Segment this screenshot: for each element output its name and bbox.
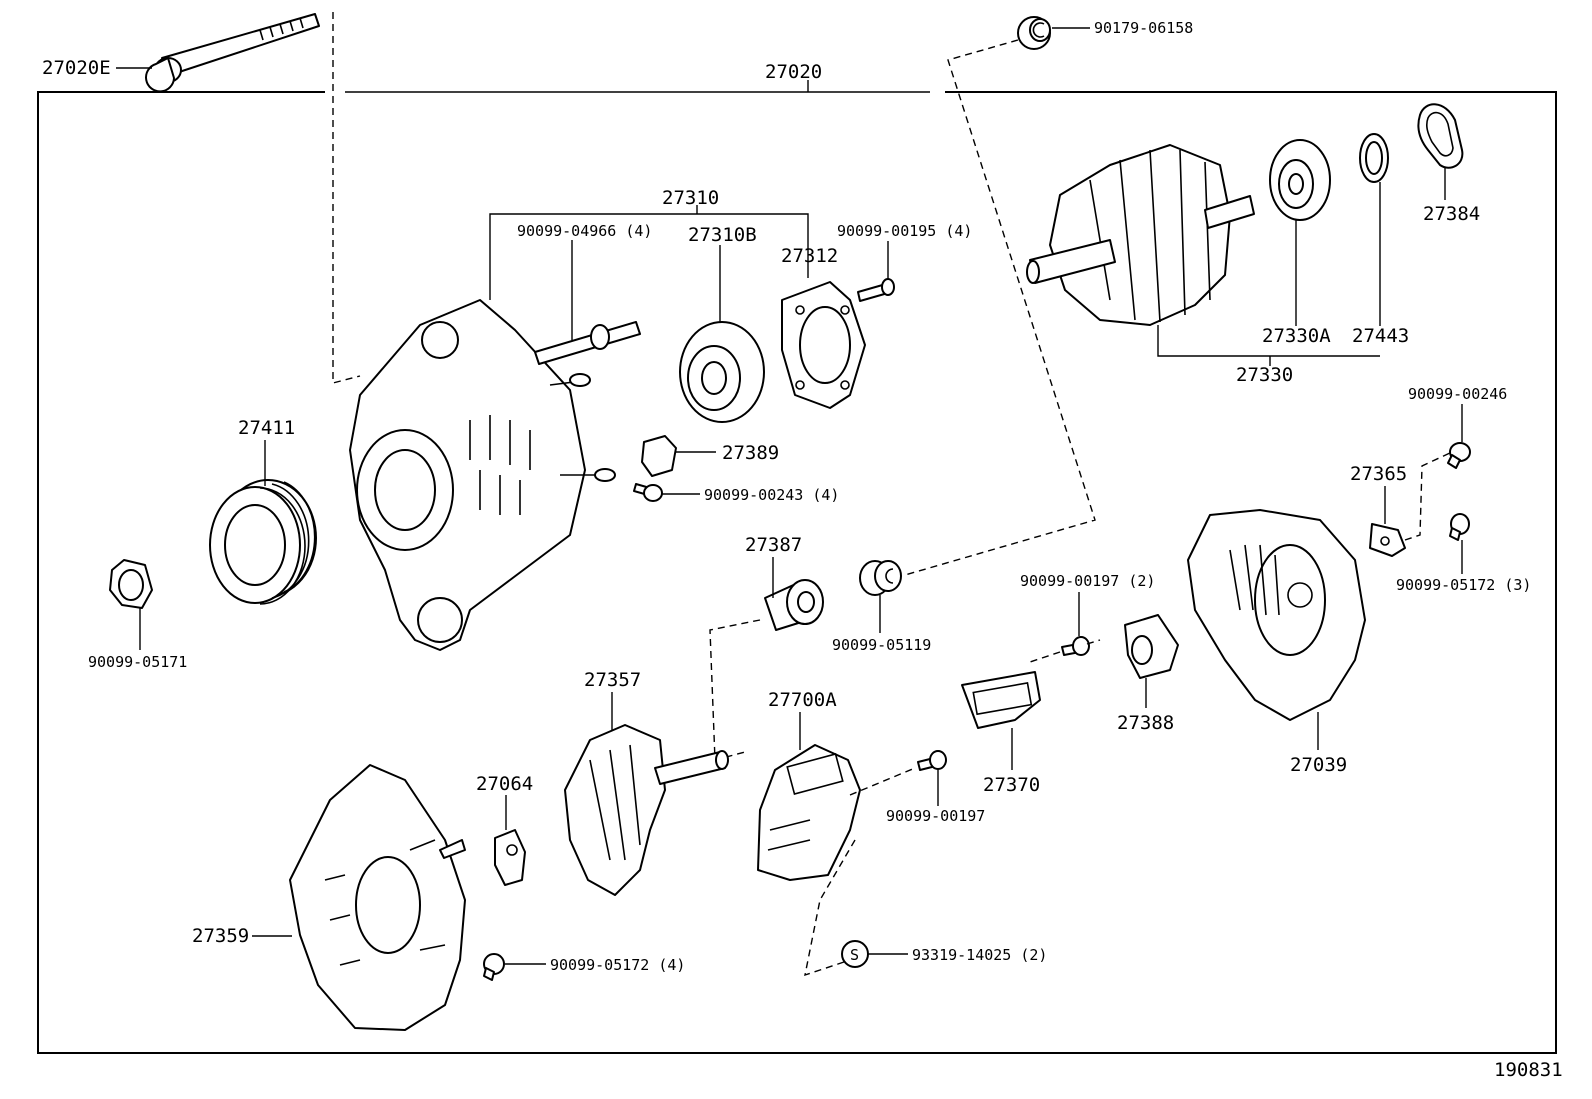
label-27330: 27330 bbox=[1236, 364, 1293, 386]
label-27700A: 27700A bbox=[768, 689, 837, 711]
label-90099-00197-2: 90099-00197 (2) bbox=[1020, 572, 1155, 590]
bearing-cover-icon bbox=[1417, 103, 1464, 169]
label-27064: 27064 bbox=[476, 773, 533, 795]
insulator-064-icon bbox=[494, 829, 526, 886]
label-27389: 27389 bbox=[722, 442, 779, 464]
retainer-screw-icon bbox=[857, 278, 895, 302]
ball-bearing-icon bbox=[1269, 139, 1331, 221]
brush-assembly-icon bbox=[961, 671, 1041, 729]
label-90099-00195: 90099-00195 (4) bbox=[837, 222, 972, 240]
label-27020: 27020 bbox=[765, 61, 822, 83]
hex-nut-icon bbox=[109, 559, 153, 609]
nut-05172-icon bbox=[1449, 513, 1470, 541]
label-27443: 27443 bbox=[1352, 325, 1409, 347]
label-90179-06158: 90179-06158 bbox=[1094, 19, 1193, 37]
label-27388: 27388 bbox=[1117, 712, 1174, 734]
nut-05119-icon bbox=[859, 560, 902, 596]
label-27365: 27365 bbox=[1350, 463, 1407, 485]
nut-top-icon bbox=[1017, 16, 1051, 50]
rotor-claw-pole-icon bbox=[1026, 144, 1255, 326]
rear-ring-icon bbox=[1359, 133, 1389, 183]
assembly-frame bbox=[37, 80, 1557, 1054]
nut-05172-4-icon bbox=[483, 953, 505, 981]
label-90099-04966: 90099-04966 (4) bbox=[517, 222, 652, 240]
label-27310B: 27310B bbox=[688, 224, 757, 246]
label-27359: 27359 bbox=[192, 925, 249, 947]
rectifier-icon bbox=[564, 724, 729, 896]
label-27039: 27039 bbox=[1290, 754, 1347, 776]
label-27330A: 27330A bbox=[1262, 325, 1331, 347]
label-27020E: 27020E bbox=[42, 57, 111, 79]
label-90099-00246: 90099-00246 bbox=[1408, 385, 1507, 403]
mounting-plate-icon bbox=[1369, 523, 1406, 557]
v-ribbed-pulley-icon bbox=[209, 479, 317, 605]
terminal-bushing-icon bbox=[764, 579, 824, 631]
regulator-screw-icon bbox=[917, 750, 947, 771]
retainer-plate-icon bbox=[781, 281, 866, 409]
label-90099-05172-4: 90099-05172 (4) bbox=[550, 956, 685, 974]
label-90099-05119: 90099-05119 bbox=[832, 636, 931, 654]
label-27387: 27387 bbox=[745, 534, 802, 556]
s-symbol-letter: S bbox=[850, 946, 859, 964]
label-93319-14025: 93319-14025 (2) bbox=[912, 946, 1047, 964]
stud-bolt-icon bbox=[534, 321, 641, 365]
part-labels: 27020E 27020 90179-06158 27310 90099-049… bbox=[42, 19, 1563, 1081]
terminal-insulator-icon bbox=[641, 435, 677, 477]
insulator-screw-icon bbox=[633, 483, 663, 502]
screw-246-icon bbox=[1447, 442, 1471, 469]
rear-end-cover-icon bbox=[1187, 509, 1366, 721]
rear-end-frame-icon bbox=[289, 764, 466, 1031]
label-90099-05171: 90099-05171 bbox=[88, 653, 187, 671]
voltage-regulator-icon bbox=[757, 744, 861, 881]
label-90099-00197: 90099-00197 bbox=[886, 807, 985, 825]
label-90099-05172-3: 90099-05172 (3) bbox=[1396, 576, 1531, 594]
front-bearing-icon bbox=[679, 321, 765, 423]
label-90099-00243: 90099-00243 (4) bbox=[704, 486, 839, 504]
brush-screw-icon bbox=[1061, 636, 1090, 656]
long-bolt-icon bbox=[145, 13, 320, 93]
label-27370: 27370 bbox=[983, 774, 1040, 796]
label-27384: 27384 bbox=[1423, 203, 1480, 225]
brush-holder-cover-icon bbox=[1124, 614, 1179, 679]
label-27357: 27357 bbox=[584, 669, 641, 691]
figure-number: 190831 bbox=[1494, 1059, 1563, 1081]
label-27411: 27411 bbox=[238, 417, 295, 439]
label-27310: 27310 bbox=[662, 187, 719, 209]
label-27312: 27312 bbox=[781, 245, 838, 267]
drive-end-frame-icon bbox=[349, 299, 616, 651]
